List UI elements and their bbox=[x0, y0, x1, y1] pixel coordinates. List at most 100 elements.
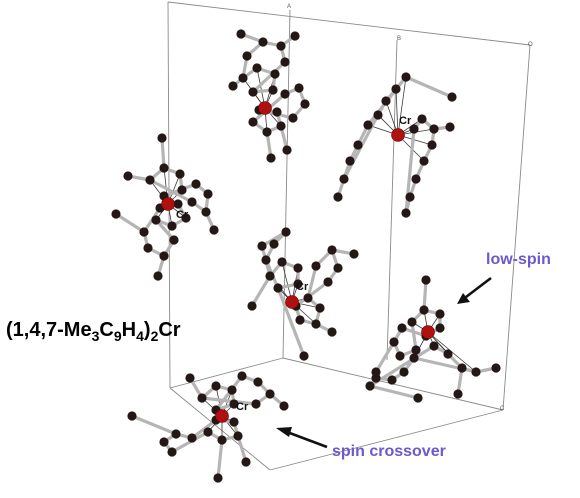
carbon-atom bbox=[203, 427, 213, 437]
carbon-atom bbox=[211, 381, 221, 391]
carbon-atom bbox=[429, 341, 439, 351]
carbon-atom bbox=[229, 399, 239, 409]
carbon-atom bbox=[300, 99, 310, 109]
chromium-atom bbox=[421, 325, 435, 339]
carbon-atom bbox=[391, 84, 401, 94]
carbon-atom bbox=[353, 140, 363, 150]
carbon-atom bbox=[253, 377, 263, 387]
carbon-atom bbox=[233, 431, 243, 441]
carbon-atom bbox=[181, 213, 191, 223]
carbon-atom bbox=[167, 221, 177, 231]
carbon-atom bbox=[333, 192, 343, 202]
carbon-atom bbox=[261, 255, 271, 265]
carbon-atom bbox=[123, 171, 133, 181]
carbon-atom bbox=[491, 363, 501, 373]
carbon-atom bbox=[248, 87, 258, 97]
carbon-atom bbox=[280, 57, 290, 67]
carbon-atom bbox=[299, 351, 309, 361]
carbon-atom bbox=[272, 107, 282, 117]
chromium-atom bbox=[258, 101, 272, 115]
carbon-atom bbox=[185, 373, 195, 383]
carbon-atom bbox=[397, 323, 407, 333]
carbon-atom bbox=[290, 31, 300, 41]
methyl-bond bbox=[216, 438, 224, 480]
carbon-atom bbox=[409, 124, 419, 134]
carbon-atom bbox=[471, 367, 481, 377]
methyl-bond bbox=[250, 274, 272, 308]
cc-bond bbox=[306, 264, 318, 300]
molecule bbox=[365, 275, 501, 403]
carbon-atom bbox=[159, 163, 169, 173]
carbon-atom bbox=[265, 389, 275, 399]
arrow-head bbox=[276, 427, 292, 437]
cc-bond bbox=[294, 280, 330, 308]
carbon-atom bbox=[197, 393, 207, 403]
carbon-atom bbox=[262, 127, 272, 137]
cc-bond bbox=[368, 344, 436, 388]
carbon-atom bbox=[387, 375, 397, 385]
methyl-bond bbox=[130, 414, 178, 436]
carbon-atom bbox=[187, 433, 197, 443]
carbon-atom bbox=[127, 411, 137, 421]
atom-group bbox=[228, 29, 310, 163]
carbon-atom bbox=[167, 447, 177, 457]
carbon-atom bbox=[273, 283, 283, 293]
carbon-atom bbox=[213, 473, 223, 483]
cc-bond bbox=[200, 396, 258, 406]
carbon-atom bbox=[327, 245, 337, 255]
carbon-atom bbox=[333, 263, 343, 273]
carbon-atom bbox=[111, 209, 121, 219]
axis-label-o: O bbox=[528, 42, 533, 48]
cc-bond bbox=[260, 230, 288, 248]
carbon-atom bbox=[363, 120, 373, 130]
chromium-atom bbox=[391, 128, 405, 142]
carbon-atom bbox=[153, 271, 163, 281]
low-spin-arrow bbox=[457, 276, 492, 304]
molecule bbox=[127, 371, 289, 483]
atom-group bbox=[365, 275, 501, 403]
cc-bond bbox=[410, 320, 418, 352]
carbon-atom bbox=[407, 317, 417, 327]
carbon-atom bbox=[191, 179, 201, 189]
spin-crossover-arrow bbox=[276, 427, 328, 449]
cr-c-bond bbox=[281, 261, 293, 303]
cr-label: Cr bbox=[176, 209, 189, 221]
carbon-atom bbox=[228, 81, 238, 91]
carbon-atom bbox=[419, 156, 429, 166]
carbon-atom bbox=[238, 73, 248, 83]
carbon-atom bbox=[227, 385, 237, 395]
carbon-atom bbox=[445, 122, 455, 132]
cell-edge bbox=[169, 387, 271, 471]
carbon-atom bbox=[159, 251, 169, 261]
carbon-atom bbox=[435, 309, 445, 319]
carbon-atom bbox=[419, 305, 429, 315]
atom-group bbox=[247, 227, 359, 361]
axis-label-b: B bbox=[397, 36, 401, 42]
carbon-atom bbox=[173, 199, 183, 209]
compound-formula: (1,4,7-Me3C9H4)2Cr bbox=[6, 319, 181, 344]
methyl-bond bbox=[160, 136, 166, 170]
carbon-atom bbox=[294, 83, 304, 93]
carbon-atom bbox=[217, 435, 227, 445]
carbon-atom bbox=[411, 174, 421, 184]
carbon-atom bbox=[269, 239, 279, 249]
carbon-atom bbox=[171, 429, 181, 439]
carbon-atom bbox=[413, 393, 423, 403]
carbon-atom bbox=[327, 327, 337, 337]
molecule bbox=[333, 72, 457, 218]
carbon-atom bbox=[345, 156, 355, 166]
carbon-atom bbox=[139, 227, 149, 237]
carbon-atom bbox=[252, 63, 262, 73]
carbon-atom bbox=[381, 96, 391, 106]
carbon-atom bbox=[443, 349, 453, 359]
carbon-atom bbox=[175, 169, 185, 179]
carbon-atom bbox=[236, 29, 246, 39]
carbon-atom bbox=[435, 323, 445, 333]
bond-group bbox=[250, 230, 356, 358]
carbon-atom bbox=[281, 227, 291, 237]
carbon-atom bbox=[303, 293, 313, 303]
carbon-atom bbox=[401, 208, 411, 218]
carbon-atom bbox=[268, 85, 278, 95]
cc-bond bbox=[190, 418, 218, 440]
